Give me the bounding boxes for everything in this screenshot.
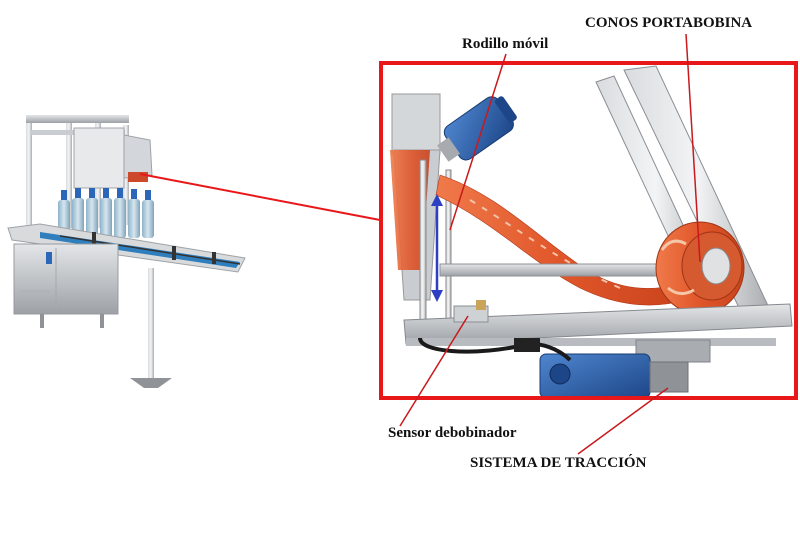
leader-line-sensor [399, 315, 469, 427]
label-rodillo-movil: Rodillo móvil [462, 36, 549, 52]
label-conos-portabobina: CONOS PORTABOBINA [585, 15, 753, 31]
zoom-pointer-line [139, 173, 381, 221]
leader-line-rodillo [449, 53, 507, 231]
unwinder-detail-photo [382, 64, 796, 399]
leader-line-conos [685, 33, 701, 263]
label-sistema-traccion: SISTEMA DE TRACCIÓN [470, 455, 647, 471]
leader-line-sistema [577, 387, 669, 455]
detail-frame [379, 61, 798, 400]
labelling-machine-photo [7, 115, 246, 388]
label-sensor-debobinador: Sensor debobinador [388, 425, 517, 441]
double-headed-arrow-icon [431, 194, 443, 302]
